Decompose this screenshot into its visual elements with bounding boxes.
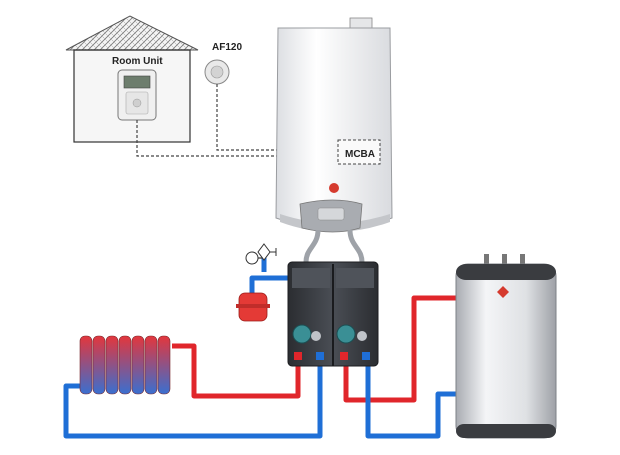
mcba-label: MCBA	[345, 149, 375, 160]
hot-water-cylinder-icon	[455, 254, 557, 439]
brand-logo-icon	[329, 183, 339, 193]
radiator-return-pipe	[63, 364, 323, 439]
radiator-icon	[79, 335, 171, 395]
safety-valve-icon	[245, 243, 277, 265]
flue	[349, 17, 373, 29]
pump-left-icon	[292, 324, 312, 344]
expansion-vessel-icon	[236, 292, 270, 322]
vessel-pipe	[249, 275, 290, 298]
sensor-label: AF120	[212, 42, 242, 53]
outdoor-sensor-icon	[204, 59, 230, 85]
mcba-box	[337, 139, 381, 165]
pump-right-icon	[336, 324, 356, 344]
cylinder-flow-pipe	[343, 295, 458, 403]
house	[65, 15, 199, 143]
radiator-flow-pipe	[172, 343, 301, 399]
room-unit-device	[117, 69, 157, 121]
cylinder-brand-logo-icon	[497, 286, 509, 298]
boiler	[275, 27, 393, 233]
cylinder-return-pipe	[365, 364, 458, 439]
boiler-hoses	[303, 229, 365, 263]
pipework	[63, 254, 458, 439]
pump-manifold	[287, 261, 379, 367]
room-unit-label: Room Unit	[112, 56, 163, 67]
pressure-gauge-icon	[245, 251, 259, 265]
